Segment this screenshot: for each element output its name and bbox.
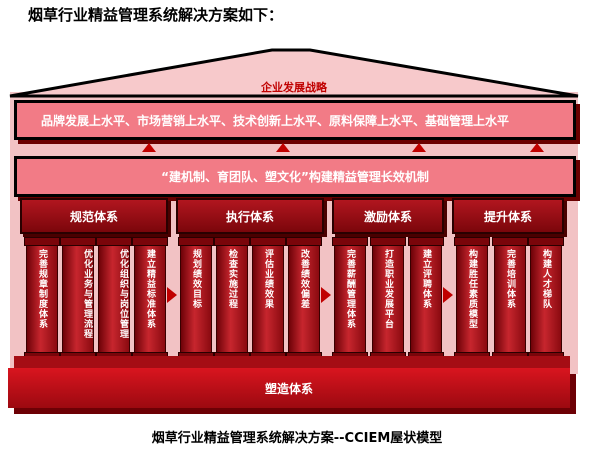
system-label: 规范体系 <box>69 209 118 224</box>
mechanism-band: “建机制、育团队、塑文化”构建精益管理长效机制 <box>14 156 576 197</box>
system-label: 激励体系 <box>363 209 412 224</box>
pillar: 优化业务与管理流程 <box>60 237 96 361</box>
pillar-text: 检查实施过程 <box>227 249 237 309</box>
goals-band: 品牌发展上水平、市场营销上水平、技术创新上水平、原料保障上水平、基础管理上水平 <box>14 100 576 140</box>
right-arrow <box>443 287 453 303</box>
up-arrow <box>530 143 544 152</box>
pillar: 评估业绩效果 <box>250 237 286 361</box>
up-arrow <box>142 143 156 152</box>
house-roof <box>9 48 579 98</box>
pillar: 建立评聘体系 <box>408 237 444 361</box>
right-arrow <box>321 287 331 303</box>
system-standard: 规范体系 <box>20 198 168 234</box>
mechanism-text: “建机制、育团队、塑文化”构建精益管理长效机制 <box>161 170 429 184</box>
pillar-text: 完善培训体系 <box>505 249 515 309</box>
foundation-block: 塑造体系 <box>8 368 570 408</box>
pillar: 构建人才梯队 <box>528 237 564 361</box>
roof-triangle <box>9 48 579 98</box>
pillar-text: 完善薪酬管理体系 <box>345 249 355 329</box>
pillar-text: 完善规章制度体系 <box>37 249 47 329</box>
goals-text: 品牌发展上水平、市场营销上水平、技术创新上水平、原料保障上水平、基础管理上水平 <box>41 113 510 128</box>
pillar-text: 建立评聘体系 <box>421 249 431 309</box>
right-arrow <box>167 287 177 303</box>
system-execution: 执行体系 <box>176 198 324 234</box>
up-arrow <box>412 143 426 152</box>
pillar: 规划绩效目标 <box>178 237 214 361</box>
pillar-text: 改善绩效偏差 <box>299 249 309 309</box>
pillar: 打造职业发展平台 <box>370 237 406 361</box>
foundation-top <box>14 356 570 368</box>
pillar: 检查实施过程 <box>214 237 250 361</box>
up-arrow <box>276 143 290 152</box>
pillar-text: 建立精益标准体系 <box>145 249 155 329</box>
figure-caption: 烟草行业精益管理系统解决方案--CCIEM屋状模型 <box>151 431 443 446</box>
system-incentive: 激励体系 <box>332 198 444 234</box>
roof-label: 企业发展战略 <box>261 81 327 94</box>
pillar-text: 规划绩效目标 <box>191 249 201 309</box>
pillar-text: 优化组织与岗位管理 <box>118 249 128 339</box>
system-label: 提升体系 <box>483 209 532 224</box>
system-label: 执行体系 <box>225 209 274 224</box>
foundation-label: 塑造体系 <box>264 381 313 396</box>
pillar: 改善绩效偏差 <box>286 237 322 361</box>
pillar: 完善规章制度体系 <box>24 237 60 361</box>
pillar: 建立精益标准体系 <box>132 237 168 361</box>
pillar-text: 构建胜任素质模型 <box>467 249 477 329</box>
page-heading: 烟草行业精益管理系统解决方案如下： <box>28 6 284 24</box>
pillar: 完善培训体系 <box>492 237 528 361</box>
system-improvement: 提升体系 <box>452 198 564 234</box>
pillar-text: 优化业务与管理流程 <box>82 249 92 339</box>
pillar: 优化组织与岗位管理 <box>96 237 132 361</box>
pillar: 完善薪酬管理体系 <box>332 237 368 361</box>
pillar-text: 构建人才梯队 <box>541 249 551 309</box>
pillar-text: 评估业绩效果 <box>263 249 273 309</box>
pillar-text: 打造职业发展平台 <box>383 249 393 329</box>
pillar: 构建胜任素质模型 <box>454 237 490 361</box>
